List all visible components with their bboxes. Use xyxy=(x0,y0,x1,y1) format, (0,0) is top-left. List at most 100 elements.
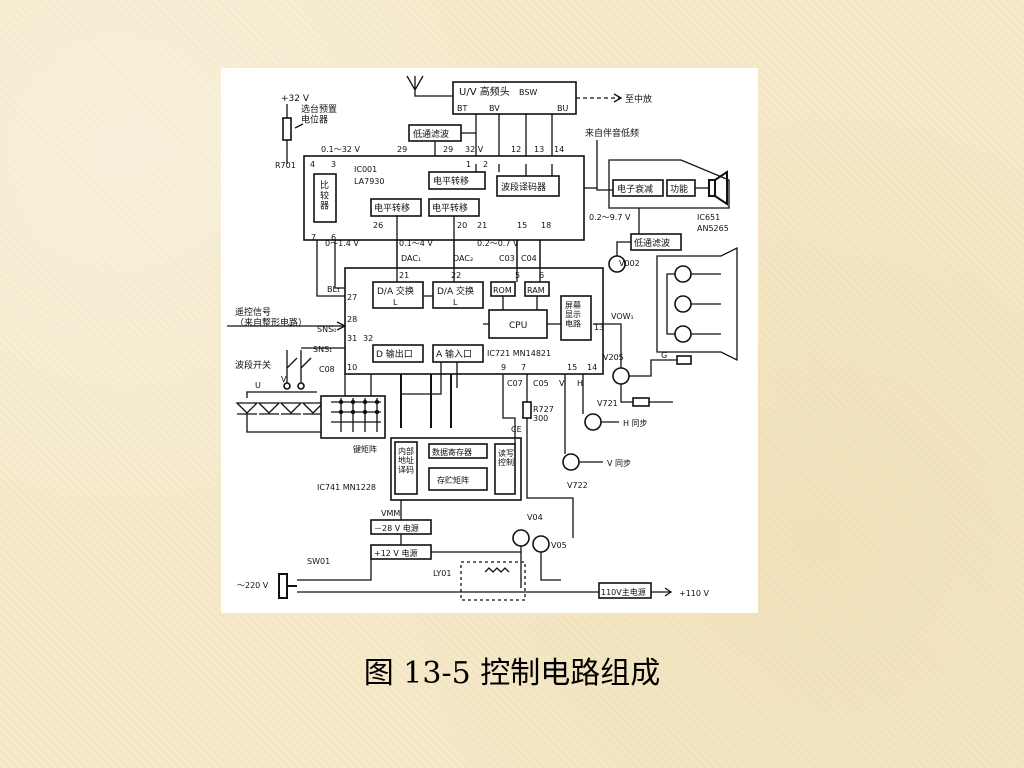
key-matrix-dots xyxy=(338,399,380,415)
pin-20: 20 xyxy=(457,221,467,230)
power-amp-label: 功能 xyxy=(670,183,688,195)
h-resistor xyxy=(632,397,650,407)
a-in-label: A 输入口 xyxy=(436,348,472,360)
bl1-label: BL₁ xyxy=(327,285,340,294)
pin-6: 6 xyxy=(331,233,336,242)
ic001-label: IC001 xyxy=(354,165,377,174)
dac2-label: DAC₂ xyxy=(453,254,473,263)
circuit-svg: U/V 高频头 BT BV BSW BU 至中放 +32 V 选台预置电位器 R… xyxy=(227,75,738,601)
comparator-block xyxy=(313,173,337,223)
main-psu-block xyxy=(598,582,652,599)
v-sync-label: V 同步 xyxy=(607,459,631,468)
ic741-label: IC741 MN1228 xyxy=(317,483,376,492)
g-label: G xyxy=(661,351,667,360)
vmm-label: VMM xyxy=(381,509,400,518)
level-shift-1 xyxy=(428,171,486,190)
band-v: V xyxy=(281,375,287,384)
da2-block xyxy=(432,281,484,309)
pin-21b: 21 xyxy=(399,271,409,280)
comparator-label: 比较器 xyxy=(320,179,329,212)
v-pin-label: V xyxy=(559,379,565,388)
ly01-relay xyxy=(460,561,526,601)
a-in-block xyxy=(432,344,484,363)
pin-15b: 15 xyxy=(567,363,577,372)
c07-label: C07 xyxy=(507,379,523,388)
da1-l: L xyxy=(393,298,398,307)
pin-12: 12 xyxy=(511,145,521,154)
level-shift-3-label: 电平转移 xyxy=(432,202,468,214)
addr-decode-block xyxy=(394,441,418,495)
pin-21a: 21 xyxy=(477,221,487,230)
ram-label: RAM xyxy=(527,286,545,295)
c03-label: C03 xyxy=(499,254,515,263)
osd-label: 屏幕显示电路 xyxy=(565,300,581,328)
speaker-icon xyxy=(708,170,728,206)
to-if-label: 至中放 xyxy=(625,93,652,105)
pin-28: 28 xyxy=(347,315,357,324)
ac220-label: ～220 V xyxy=(237,581,269,590)
c04-label: C04 xyxy=(521,254,537,263)
v721-transistor xyxy=(584,413,602,431)
r701-label: R701 xyxy=(275,161,296,170)
pin-18: 18 xyxy=(541,221,551,230)
pin-14b: 14 xyxy=(587,363,597,372)
tuner-block xyxy=(452,81,577,115)
v002-label: V002 xyxy=(619,259,640,268)
diode-array-icon xyxy=(235,391,331,433)
psu-12-label: +12 V 电源 xyxy=(374,548,417,558)
pin-15: 15 xyxy=(517,221,527,230)
pin-29b: 29 xyxy=(443,145,453,154)
pin-6b: 6 xyxy=(539,271,544,280)
rw-ctrl-label: 读写控制 xyxy=(498,448,514,467)
supply-32v-label: +32 V xyxy=(281,94,310,104)
v002-transistor xyxy=(608,255,626,273)
level-shift-2-label: 电平转移 xyxy=(374,202,410,214)
pin-1: 1 xyxy=(466,160,471,169)
elec-atten-block xyxy=(612,179,664,197)
pin-10: 10 xyxy=(347,363,357,372)
v722-label: V722 xyxy=(567,481,588,490)
band-decoder-block xyxy=(496,175,560,197)
v721-label: V721 xyxy=(597,399,618,408)
pin-3: 3 xyxy=(331,160,336,169)
v110-label: +110 V xyxy=(679,589,710,598)
addr-decode-label: 内部地址译码 xyxy=(398,446,414,474)
pin-7: 7 xyxy=(311,233,316,242)
tuner-pin-bv: BV xyxy=(489,104,500,113)
pin-13b: 13 xyxy=(594,323,604,332)
preset-pot-label: 选台预置电位器 xyxy=(301,103,337,125)
pin-14: 14 xyxy=(554,145,564,154)
audio-in-label: 来自伴音低频 xyxy=(585,127,639,139)
main-psu-label: 110V主电源 xyxy=(601,587,646,597)
v05-transistor xyxy=(532,535,550,553)
v205-label: V205 xyxy=(603,353,624,362)
ly01-label: LY01 xyxy=(433,569,451,578)
v205-transistor xyxy=(612,367,630,385)
pin-13: 13 xyxy=(534,145,544,154)
v05-label: V05 xyxy=(551,541,567,550)
pin-32: 32 xyxy=(363,334,373,343)
store-matrix-block xyxy=(428,467,488,491)
range-0-32-label: 0.1～32 V xyxy=(321,145,360,154)
ac-plug-icon xyxy=(278,573,297,599)
rom-label: ROM xyxy=(493,286,512,295)
rgb-driver-transistors xyxy=(666,265,721,343)
band-decoder-label: 波段译码器 xyxy=(501,181,546,193)
ce-label: CE xyxy=(511,425,522,434)
level-shift-1-label: 电平转移 xyxy=(433,175,469,187)
da1-block xyxy=(372,281,424,309)
an5265-label: AN5265 xyxy=(697,224,729,233)
dac1-label: DAC₁ xyxy=(401,254,421,263)
psu-28-label: －28 V 电源 xyxy=(374,523,419,533)
sns0-label: SNS₀ xyxy=(317,325,336,334)
antenna-icon xyxy=(406,75,453,97)
h-pin-label: H xyxy=(577,379,583,388)
level-shift-2 xyxy=(370,198,422,217)
pin-22: 22 xyxy=(451,271,461,280)
r727-resistor xyxy=(522,401,532,419)
vow-label: VOW₁ xyxy=(611,312,634,321)
pin-2: 2 xyxy=(483,160,488,169)
range-01-4-label: 0.1～4 V xyxy=(399,239,433,248)
circuit-diagram: U/V 高频头 BT BV BSW BU 至中放 +32 V 选台预置电位器 R… xyxy=(221,68,758,613)
pin-7b: 7 xyxy=(521,363,526,372)
